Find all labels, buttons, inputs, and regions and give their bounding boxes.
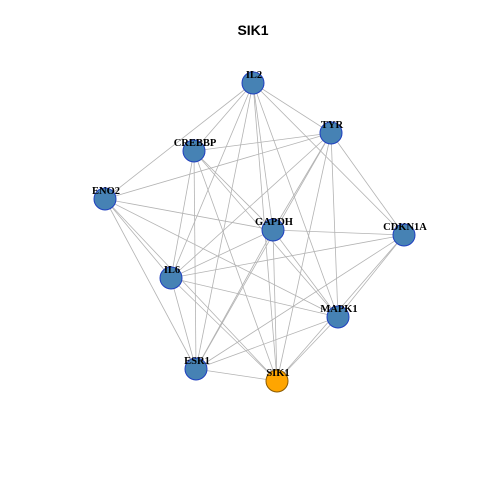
node-il2[interactable]: IL2	[241, 70, 265, 95]
node-label-eno2: ENO2	[92, 186, 120, 197]
edge-il2-il6	[170, 82, 254, 279]
edge-tyr-crebbp	[193, 132, 332, 152]
edge-gapdh-mapk1	[272, 229, 339, 318]
node-cdkn1a[interactable]: CDKN1A	[383, 222, 427, 247]
edge-il2-crebbp	[193, 82, 254, 152]
edge-gapdh-il6	[170, 229, 274, 279]
edge-gapdh-esr1	[195, 229, 274, 370]
node-circle-il6[interactable]	[159, 266, 183, 290]
edge-cdkn1a-il6	[170, 234, 405, 279]
edge-esr1-sik1	[195, 368, 278, 382]
edge-tyr-esr1	[195, 132, 332, 370]
node-circle-mapk1[interactable]	[326, 305, 350, 329]
edge-il2-esr1	[195, 82, 254, 370]
node-circle-eno2[interactable]	[93, 187, 117, 211]
node-sik1[interactable]: SIK1	[265, 368, 290, 393]
graph-title: SIK1	[237, 22, 268, 38]
node-gapdh[interactable]: GAPDH	[255, 217, 293, 242]
edge-mapk1-sik1	[276, 316, 339, 382]
edge-eno2-il6	[104, 198, 172, 279]
edge-tyr-il6	[170, 132, 332, 279]
edge-cdkn1a-esr1	[195, 234, 405, 370]
edge-mapk1-esr1	[195, 316, 339, 370]
node-tyr[interactable]: TYR	[319, 120, 344, 145]
edge-gapdh-cdkn1a	[272, 229, 405, 236]
edge-il2-gapdh	[252, 82, 274, 231]
node-crebbp[interactable]: CREBBP	[174, 138, 217, 163]
node-eno2[interactable]: ENO2	[92, 186, 120, 211]
edge-il6-sik1	[170, 277, 278, 382]
node-label-esr1: ESR1	[184, 356, 210, 367]
edge-layer	[104, 82, 405, 382]
node-circle-sik1[interactable]	[265, 369, 289, 393]
node-circle-cdkn1a[interactable]	[392, 223, 416, 247]
node-label-mapk1: MAPK1	[320, 304, 357, 315]
edge-eno2-gapdh	[104, 198, 274, 231]
edge-il6-esr1	[170, 277, 197, 370]
edge-crebbp-esr1	[193, 150, 197, 370]
node-label-il6: IL6	[164, 265, 180, 276]
node-circle-il2[interactable]	[241, 71, 265, 95]
node-circle-crebbp[interactable]	[182, 139, 206, 163]
node-circle-tyr[interactable]	[319, 121, 343, 145]
node-il6[interactable]: IL6	[159, 265, 183, 290]
edge-crebbp-il6	[170, 150, 195, 279]
node-circle-esr1[interactable]	[184, 357, 208, 381]
node-label-tyr: TYR	[321, 120, 344, 131]
node-label-sik1: SIK1	[266, 368, 289, 379]
node-label-il2: IL2	[246, 70, 262, 81]
edge-eno2-mapk1	[104, 198, 339, 318]
edge-il2-cdkn1a	[252, 82, 405, 236]
node-mapk1[interactable]: MAPK1	[320, 304, 358, 329]
edge-il6-mapk1	[170, 277, 339, 318]
edge-eno2-sik1	[104, 198, 278, 382]
node-label-crebbp: CREBBP	[174, 138, 217, 149]
edge-tyr-cdkn1a	[330, 132, 405, 236]
edge-crebbp-gapdh	[193, 150, 274, 231]
edge-cdkn1a-mapk1	[337, 234, 405, 318]
edge-gapdh-sik1	[272, 229, 278, 382]
edge-tyr-sik1	[276, 132, 332, 382]
edge-il2-eno2	[104, 82, 254, 200]
node-label-cdkn1a: CDKN1A	[383, 222, 427, 233]
edge-il2-tyr	[252, 82, 332, 134]
edge-tyr-mapk1	[330, 132, 339, 318]
edge-tyr-eno2	[104, 132, 332, 200]
edge-il2-mapk1	[252, 82, 339, 318]
node-circle-gapdh[interactable]	[261, 218, 285, 242]
edge-eno2-esr1	[104, 198, 197, 370]
node-esr1[interactable]: ESR1	[184, 356, 210, 381]
node-label-gapdh: GAPDH	[255, 217, 293, 228]
